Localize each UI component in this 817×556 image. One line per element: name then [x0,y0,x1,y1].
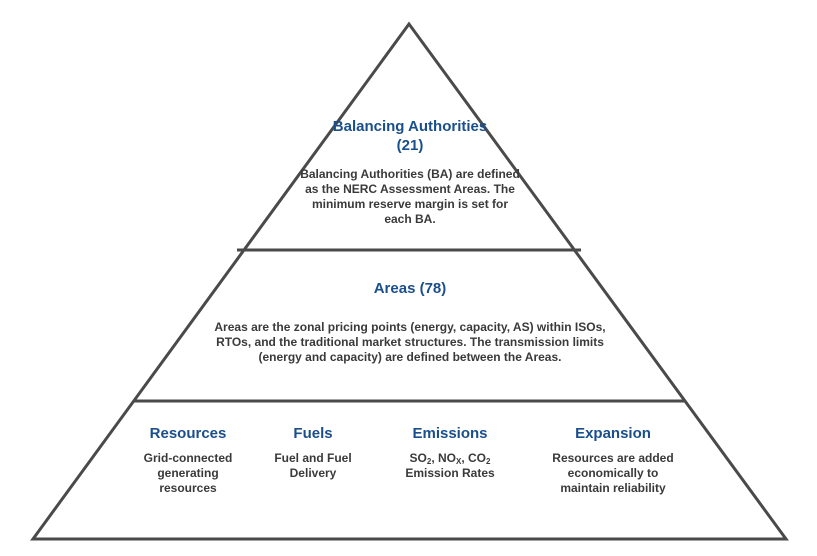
emissions-rates-label: Emission Rates [405,466,495,480]
base-fuels-description: Fuel and Fuel Delivery [274,451,352,480]
tier-middle-description: Areas are the zonal pricing points (ener… [214,320,606,364]
tier-middle-title: Areas (78) [373,280,447,297]
tier-top-description: Balancing Authorities (BA) are defined a… [300,167,520,226]
base-expansion-description: Resources are added economically to main… [552,451,674,495]
base-resources-description: Grid-connected generating resources [143,451,233,495]
base-emissions-description: SO2, NOX, CO2 Emission Rates [385,451,515,481]
base-resources-title: Resources [149,425,227,442]
pyramid-outline [30,21,789,541]
base-fuels-title: Fuels [293,425,333,442]
base-emissions-title: Emissions [412,425,488,442]
tier-top-title: Balancing Authorities (21) [332,118,488,154]
base-expansion-title: Expansion [575,425,651,442]
emissions-formula: SO2, NOX, CO2 [409,451,491,466]
